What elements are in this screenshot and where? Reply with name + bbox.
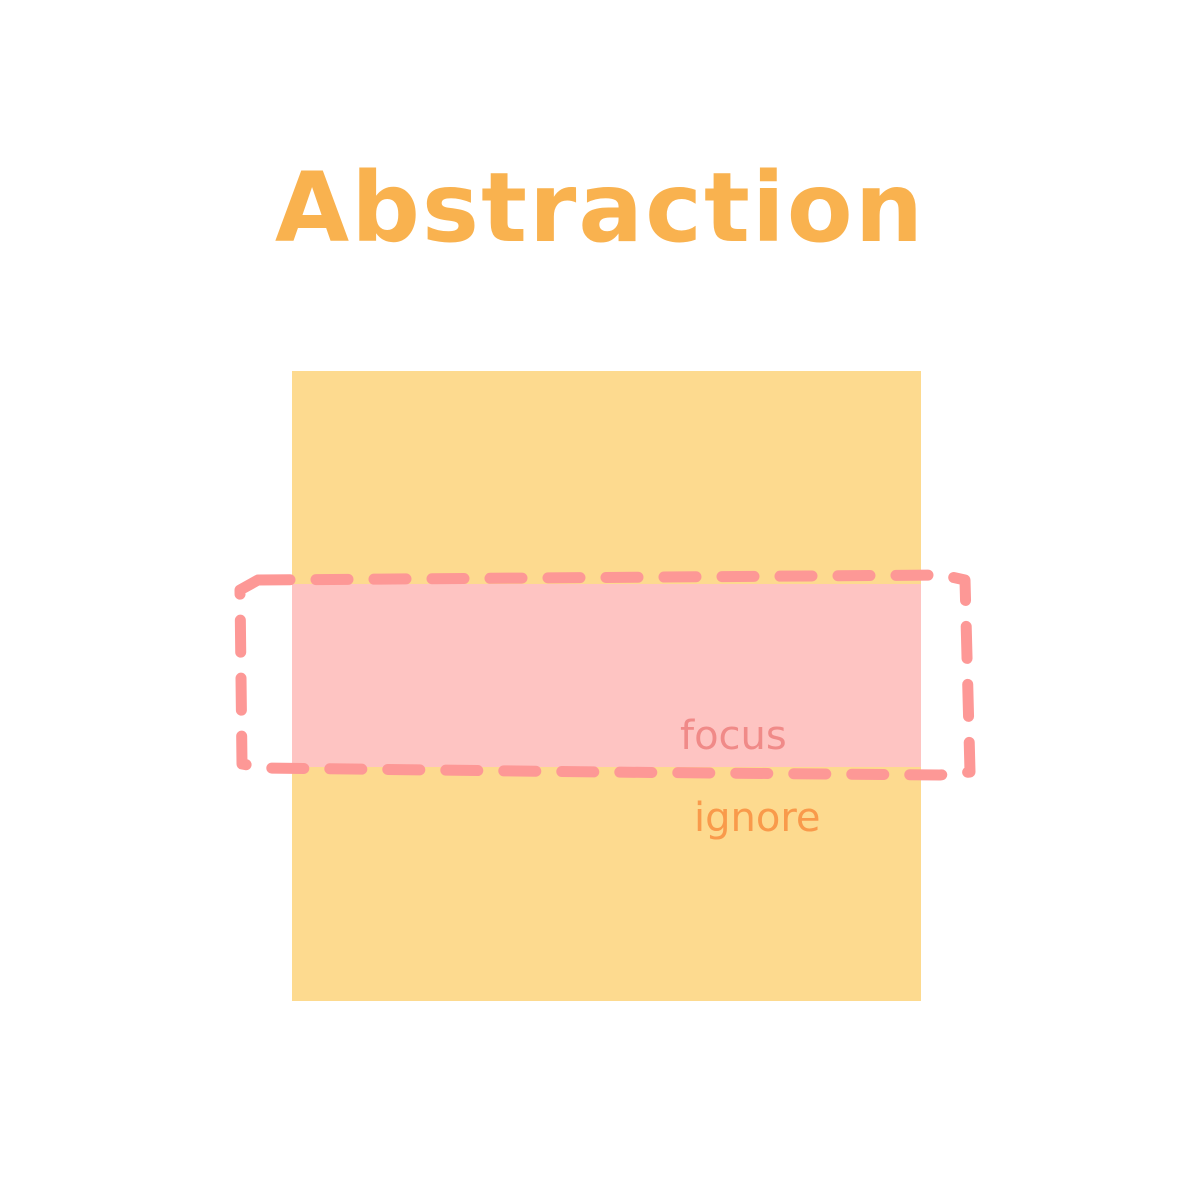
diagram-title: Abstraction xyxy=(274,152,926,264)
focus-label: focus xyxy=(680,713,787,759)
ignore-label: ignore xyxy=(694,795,821,841)
focus-band xyxy=(292,584,921,767)
